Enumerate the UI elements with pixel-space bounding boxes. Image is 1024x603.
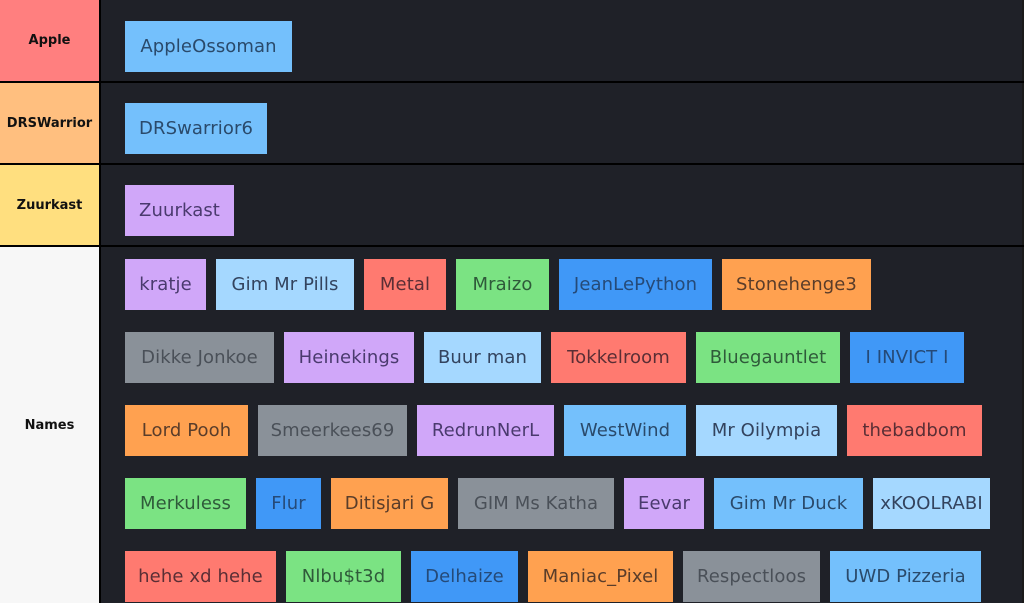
tier-items-drswarrior[interactable]: DRSwarrior6 (101, 83, 1024, 163)
tier-row-zuurkast: Zuurkast Zuurkast (0, 165, 1024, 245)
tier-item[interactable]: Nlbu$t3d (286, 551, 401, 602)
tier-label-zuurkast[interactable]: Zuurkast (0, 165, 101, 245)
tier-item[interactable]: Stonehenge3 (722, 259, 871, 310)
tier-item[interactable]: Flur (256, 478, 321, 529)
tier-item[interactable]: Mr Oilympia (696, 405, 837, 456)
tier-item[interactable]: Maniac_Pixel (528, 551, 673, 602)
tier-item[interactable]: Zuurkast (125, 185, 234, 236)
tier-item[interactable]: RedrunNerL (417, 405, 554, 456)
tier-item[interactable]: Tokkelroom (551, 332, 686, 383)
tier-items-apple[interactable]: AppleOssoman (101, 0, 1024, 81)
tier-items-zuurkast[interactable]: Zuurkast (101, 165, 1024, 245)
tier-item[interactable]: GIM Ms Katha (458, 478, 614, 529)
tier-item[interactable]: Lord Pooh (125, 405, 248, 456)
tier-label-names[interactable]: Names (0, 247, 101, 603)
tier-items-names[interactable]: kratje Gim Mr Pills Metal Mraizo JeanLeP… (101, 247, 1024, 603)
tier-item[interactable]: Delhaize (411, 551, 518, 602)
tier-item[interactable]: UWD Pizzeria (830, 551, 981, 602)
tier-item[interactable]: Dikke Jonkoe (125, 332, 274, 383)
tier-item[interactable]: kratje (125, 259, 206, 310)
tier-row-drswarrior: DRSWarrior DRSwarrior6 (0, 83, 1024, 163)
tier-item[interactable]: WestWind (564, 405, 686, 456)
tier-item[interactable]: Mraizo (456, 259, 549, 310)
tier-item[interactable]: Merkuless (125, 478, 246, 529)
tier-item[interactable]: thebadbom (847, 405, 982, 456)
tier-item[interactable]: Smeerkees69 (258, 405, 407, 456)
tier-item[interactable]: Heinekings (284, 332, 414, 383)
tier-item[interactable]: Respectloos (683, 551, 820, 602)
tier-item[interactable]: JeanLePython (559, 259, 712, 310)
tier-item[interactable]: Eevar (624, 478, 704, 529)
tier-item[interactable]: xKOOLRABI (873, 478, 990, 529)
tier-label-drswarrior[interactable]: DRSWarrior (0, 83, 101, 163)
tier-item[interactable]: Buur man (424, 332, 541, 383)
tier-item[interactable]: DRSwarrior6 (125, 103, 267, 154)
tier-row-apple: Apple AppleOssoman (0, 0, 1024, 81)
tier-item[interactable]: hehe xd hehe (125, 551, 276, 602)
tier-item[interactable]: AppleOssoman (125, 21, 292, 72)
tier-item[interactable]: Ditisjari G (331, 478, 448, 529)
tier-item[interactable]: Bluegauntlet (696, 332, 840, 383)
tier-item[interactable]: Metal (364, 259, 446, 310)
tier-item[interactable]: I INVICT I (850, 332, 964, 383)
tier-item[interactable]: Gim Mr Duck (714, 478, 863, 529)
tier-row-names: Names kratje Gim Mr Pills Metal Mraizo J… (0, 247, 1024, 603)
tier-item[interactable]: Gim Mr Pills (216, 259, 354, 310)
tier-label-apple[interactable]: Apple (0, 0, 101, 81)
